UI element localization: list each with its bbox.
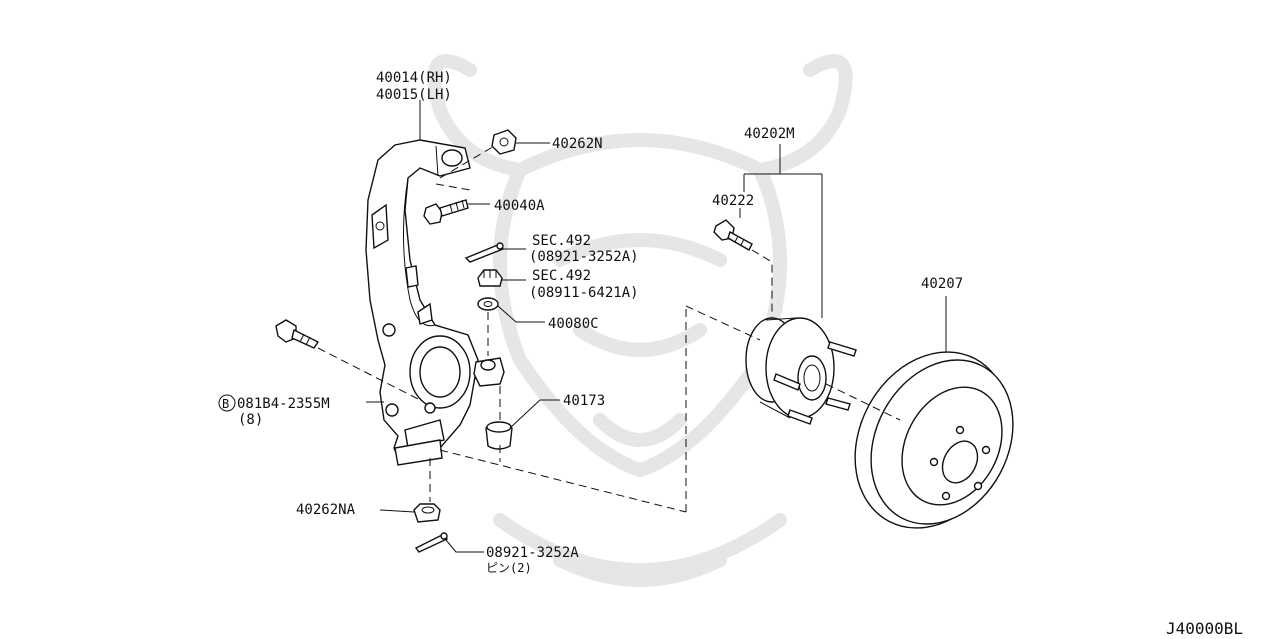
part-labels: 40014(RH) 40015(LH) 40262N 40040A SEC.49… bbox=[218, 70, 1243, 638]
wheel-hub-assembly bbox=[745, 317, 857, 425]
label-knuckle-rh: 40014(RH) bbox=[376, 70, 452, 86]
label-rotor: 40207 bbox=[921, 276, 963, 292]
label-pin-bottom: 08921-3252A bbox=[486, 545, 579, 561]
leader-lines bbox=[366, 100, 947, 553]
label-bolt-top: 40040A bbox=[494, 198, 545, 214]
label-sec492-a-part: (08921-3252A) bbox=[529, 249, 639, 265]
label-bolt-left-qty: (8) bbox=[238, 412, 263, 428]
flange-nut-bottom bbox=[413, 503, 441, 523]
label-nut-top: 40262N bbox=[552, 136, 603, 152]
label-knuckle-lh: 40015(LH) bbox=[376, 87, 452, 103]
hub-bolt bbox=[713, 219, 753, 251]
watermark-emblem bbox=[427, 54, 853, 587]
label-sec492-b: SEC.492 bbox=[532, 268, 591, 284]
label-bolt-left: 081B4-2355M bbox=[237, 396, 330, 412]
cotter-pin-lower bbox=[414, 532, 449, 553]
label-sec492-a: SEC.492 bbox=[532, 233, 591, 249]
label-bolt-left-badge: B bbox=[222, 397, 229, 411]
label-sec492-b-part: (08911-6421A) bbox=[529, 285, 639, 301]
steering-knuckle bbox=[365, 139, 479, 466]
diagram-code: J40000BL bbox=[1166, 619, 1243, 638]
bolt-left bbox=[275, 319, 320, 349]
label-hub-bolt: 40222 bbox=[712, 193, 754, 209]
label-badge-circle bbox=[218, 394, 236, 412]
bushing bbox=[485, 421, 513, 450]
ball-joint-boss bbox=[473, 357, 505, 387]
brake-rotor bbox=[854, 351, 1014, 529]
washer bbox=[477, 297, 499, 311]
bolt-top bbox=[423, 199, 469, 225]
label-pin-bottom-qty: ピン(2) bbox=[486, 561, 532, 575]
label-washer: 40080C bbox=[548, 316, 599, 332]
label-bushing: 40173 bbox=[563, 393, 605, 409]
castle-nut bbox=[477, 269, 503, 287]
flange-nut-top bbox=[491, 129, 517, 155]
assembly-lines bbox=[317, 144, 901, 513]
label-hub-assembly: 40202M bbox=[744, 126, 795, 142]
label-nut-bottom: 40262NA bbox=[296, 502, 356, 518]
